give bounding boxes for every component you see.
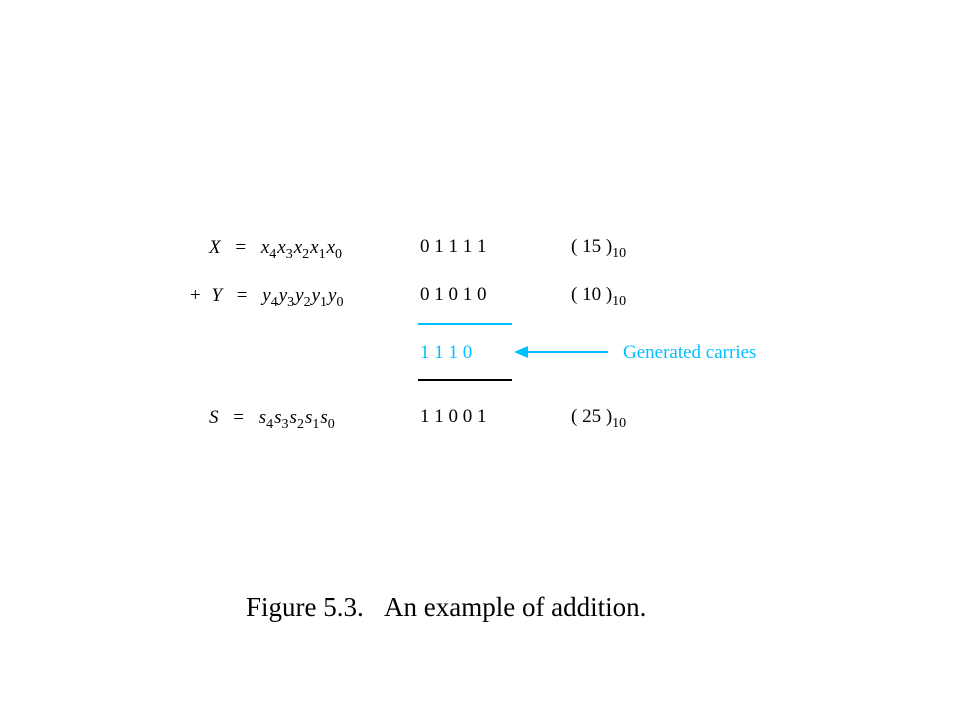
variable-subscript: 4 xyxy=(270,295,278,310)
row-s-decimal: ( 25 )10 xyxy=(571,406,627,431)
row-s-decimal-value: ( 25 ) xyxy=(571,406,613,427)
figure-caption: Figure 5.3. An example of addition. xyxy=(246,592,647,622)
row-s-equals: = xyxy=(233,407,244,428)
row-y-vars: y4y3y2y1y0 xyxy=(262,285,343,310)
carry-bits: 1 1 1 0 xyxy=(420,342,473,363)
variable-subscript: 1 xyxy=(320,295,328,310)
row-x-lhs: X xyxy=(209,237,221,258)
variable-subscript: 2 xyxy=(296,417,304,432)
row-s-bits: 1 1 0 0 1 xyxy=(420,406,487,427)
variable-base: x xyxy=(260,237,270,258)
variable-term: y0 xyxy=(328,285,343,310)
variable-subscript: 0 xyxy=(327,417,335,432)
row-s-decimal-base: 10 xyxy=(612,416,627,431)
variable-base: x xyxy=(277,237,286,258)
variable-term: x4 xyxy=(260,237,276,262)
row-x-equals: = xyxy=(235,237,247,258)
variable-base: y xyxy=(311,285,321,306)
variable-base: x xyxy=(310,237,319,258)
variable-term: x3 xyxy=(277,237,292,262)
variable-subscript: 0 xyxy=(335,247,343,262)
carry-top-rule xyxy=(418,323,512,325)
variable-base: y xyxy=(278,285,288,306)
variable-term: x2 xyxy=(293,237,309,262)
variable-base: x xyxy=(326,237,336,258)
sum-rule xyxy=(418,379,512,381)
variable-base: s xyxy=(320,407,328,428)
variable-base: s xyxy=(274,407,282,428)
row-x-equation: X = x4x3x2x1x0 xyxy=(209,236,342,262)
row-x-decimal-base: 10 xyxy=(612,246,627,261)
variable-subscript: 1 xyxy=(312,417,320,432)
row-y-decimal-base: 10 xyxy=(612,294,627,309)
variable-term: s4 xyxy=(258,407,273,432)
variable-base: s xyxy=(289,407,297,428)
row-y-equation: + Y = y4y3y2y1y0 xyxy=(190,284,343,310)
row-x-bits: 0 1 1 1 1 xyxy=(420,236,487,257)
variable-subscript: 2 xyxy=(302,247,310,262)
row-s-lhs: S xyxy=(209,407,219,428)
carry-arrow-line xyxy=(526,351,608,353)
row-x-vars: x4x3x2x1x0 xyxy=(260,237,342,262)
row-x-decimal-value: ( 15 ) xyxy=(571,236,613,257)
variable-subscript: 1 xyxy=(318,247,326,262)
row-s-equation: S = s4s3s2s1s0 xyxy=(209,406,335,432)
row-y-decimal-value: ( 10 ) xyxy=(571,284,613,305)
variable-subscript: 4 xyxy=(266,417,274,432)
variable-base: s xyxy=(304,407,313,428)
variable-term: y3 xyxy=(278,285,294,310)
variable-base: y xyxy=(328,285,337,306)
variable-base: y xyxy=(295,285,304,306)
variable-subscript: 4 xyxy=(269,247,277,262)
variable-term: y2 xyxy=(295,285,310,310)
variable-term: y4 xyxy=(262,285,277,310)
row-x-decimal: ( 15 )10 xyxy=(571,236,627,261)
row-y-equals: = xyxy=(236,285,248,306)
variable-subscript: 0 xyxy=(336,295,344,310)
variable-term: s2 xyxy=(289,407,304,432)
row-y-lhs: Y xyxy=(211,285,223,306)
row-y-plus: + xyxy=(190,285,201,306)
row-y-bits: 0 1 0 1 0 xyxy=(420,284,487,305)
variable-base: x xyxy=(293,237,303,258)
variable-subscript: 3 xyxy=(287,295,295,310)
variable-term: s3 xyxy=(274,407,288,432)
variable-subscript: 2 xyxy=(303,295,311,310)
variable-base: y xyxy=(262,285,271,306)
variable-term: s1 xyxy=(304,407,319,432)
variable-term: x0 xyxy=(326,237,342,262)
row-s-vars: s4s3s2s1s0 xyxy=(258,407,335,432)
variable-term: x1 xyxy=(310,237,325,262)
variable-subscript: 3 xyxy=(281,417,289,432)
row-y-decimal: ( 10 )10 xyxy=(571,284,627,309)
variable-term: s0 xyxy=(320,407,334,432)
variable-term: y1 xyxy=(311,285,327,310)
carry-arrow-head-icon xyxy=(514,346,528,358)
carry-label: Generated carries xyxy=(623,342,757,363)
variable-subscript: 3 xyxy=(285,247,293,262)
variable-base: s xyxy=(258,407,267,428)
